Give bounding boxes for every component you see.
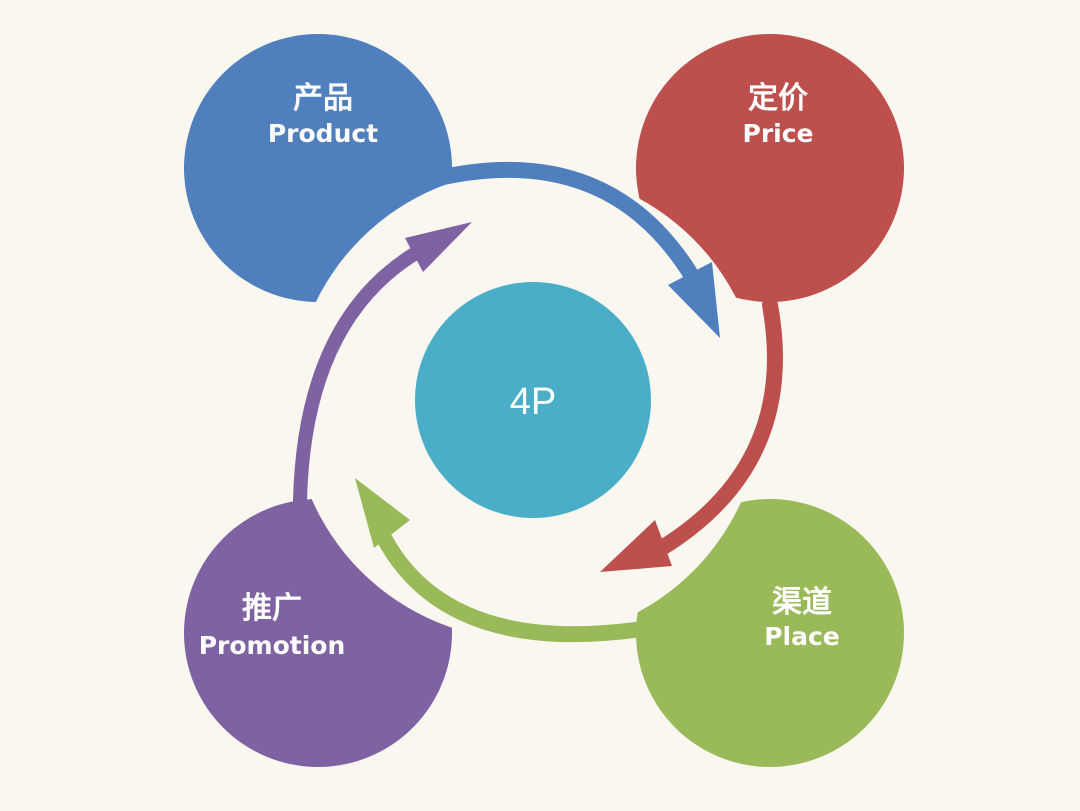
node-price-en: Price bbox=[743, 119, 814, 148]
arrow-product-to-price bbox=[422, 161, 708, 298]
arrow-promotion-to-product-head bbox=[405, 222, 472, 272]
arrow-promotion-to-product bbox=[293, 238, 437, 507]
node-product-zh: 产品 bbox=[293, 81, 353, 116]
center-label: 4P bbox=[510, 381, 556, 423]
node-price-zh: 定价 bbox=[748, 81, 808, 116]
node-place-zh: 渠道 bbox=[772, 585, 832, 620]
node-promotion-en: Promotion bbox=[199, 631, 346, 660]
arrow-price-to-place-head bbox=[600, 520, 672, 572]
cycle-arrows bbox=[293, 161, 783, 643]
arrow-place-to-promotion-head bbox=[355, 478, 410, 548]
node-promotion-zh: 推广 bbox=[242, 591, 302, 626]
center-circle bbox=[415, 282, 651, 518]
node-price: 定价 Price bbox=[636, 34, 904, 302]
node-price-circle bbox=[636, 34, 904, 302]
center-node: 4P bbox=[415, 282, 651, 518]
node-place-en: Place bbox=[764, 622, 840, 651]
arrow-product-to-price-head bbox=[668, 262, 720, 338]
arrow-place-to-promotion bbox=[372, 522, 643, 643]
node-place-circle bbox=[636, 499, 904, 767]
node-product-en: Product bbox=[268, 119, 378, 148]
node-place: 渠道 Place bbox=[636, 499, 904, 767]
arrow-price-to-place bbox=[642, 297, 783, 563]
